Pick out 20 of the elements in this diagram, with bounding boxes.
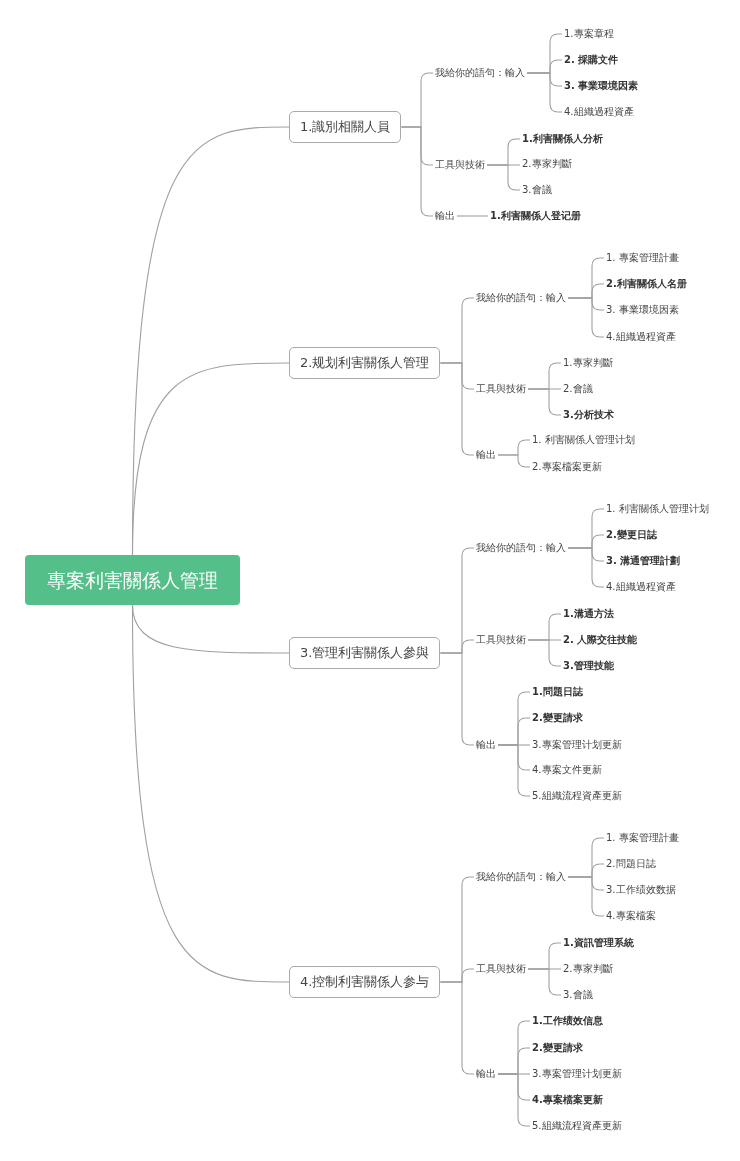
branch-line xyxy=(486,164,521,191)
branch-line xyxy=(526,72,563,113)
branch-line xyxy=(497,454,531,468)
branch-line xyxy=(527,968,562,996)
branch-line xyxy=(400,126,434,217)
branch-line xyxy=(527,388,562,416)
topic-box: 4.控制利害關係人参与 xyxy=(289,966,441,998)
branch-line xyxy=(439,652,475,746)
branch-line xyxy=(567,876,605,917)
topic-box: 3.管理利害關係人參與 xyxy=(289,637,441,669)
topic-box: 2.规划利害關係人管理 xyxy=(289,347,441,379)
branch-line xyxy=(567,297,605,338)
branch-line xyxy=(439,981,475,1075)
branch-line xyxy=(527,639,562,667)
branch-line xyxy=(131,604,290,983)
branch-line xyxy=(567,547,605,588)
topic-box: 1.識別相關人員 xyxy=(289,111,402,143)
branch-line xyxy=(456,215,489,217)
branch-line xyxy=(439,362,475,456)
central-topic: 專案利害關係人管理 xyxy=(25,555,240,605)
